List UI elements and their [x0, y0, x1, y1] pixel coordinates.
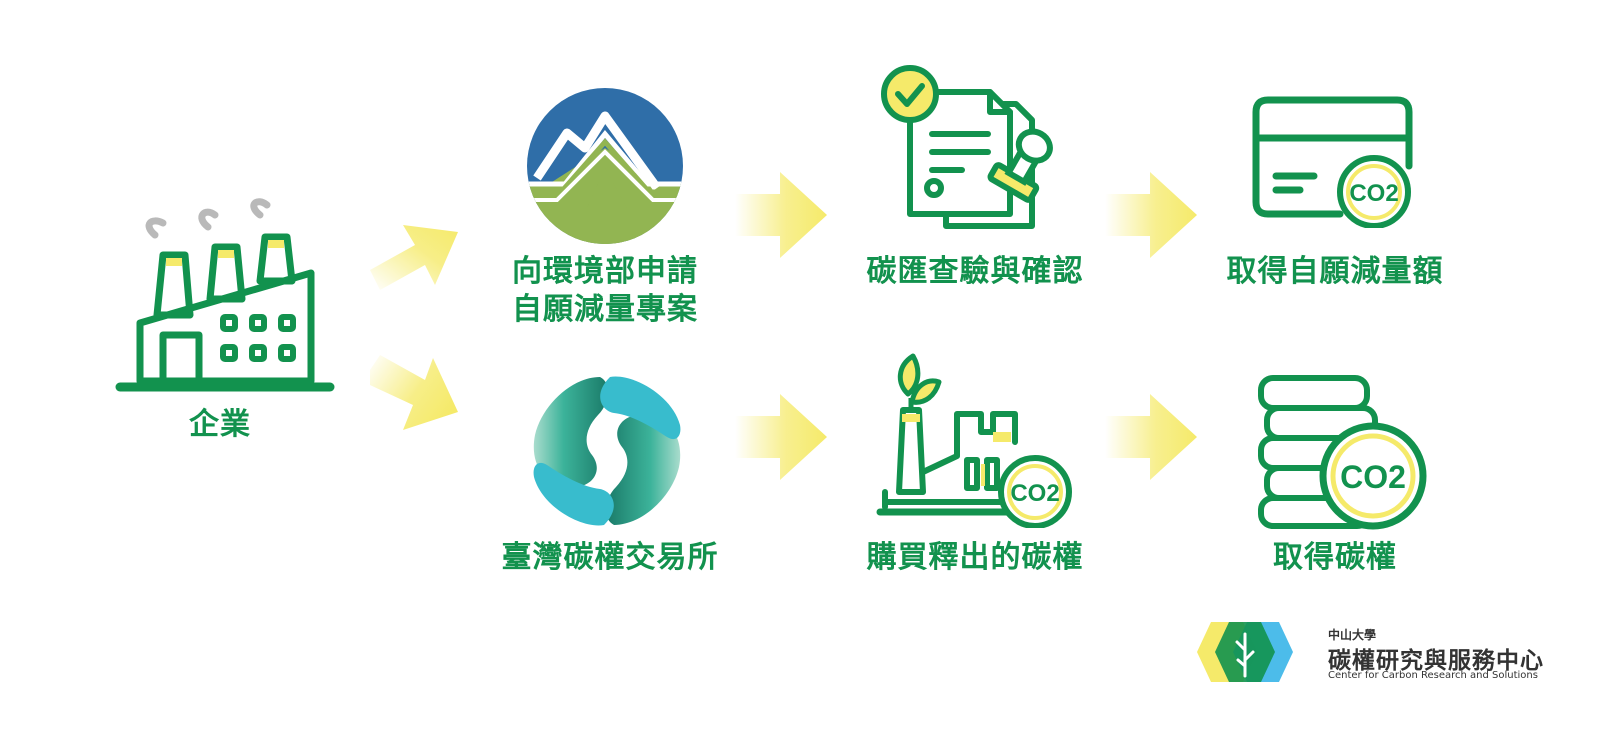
- arrow-verification-to-quota: [1105, 172, 1197, 258]
- green-factory-co2-icon: CO2: [876, 353, 1072, 528]
- carbon-exchange-logo: [533, 376, 681, 526]
- center-logo-hexagons: [1197, 622, 1293, 682]
- factory-icon: [115, 198, 335, 392]
- label-buy-credits: 購買釋出的碳權: [866, 540, 1084, 575]
- arrow-buy-to-credits: [1105, 394, 1197, 480]
- footer-center-zh: 碳權研究與服務中心: [1328, 648, 1544, 674]
- arrow-enterprise-to-apply: [370, 225, 458, 290]
- label-apply-line-1: 向環境部申請: [512, 254, 698, 289]
- label-exchange: 臺灣碳權交易所: [501, 540, 719, 575]
- label-enterprise: 企業: [189, 407, 251, 442]
- arrow-apply-to-verification: [735, 172, 827, 258]
- coins-co2-icon: CO2: [1258, 375, 1427, 530]
- label-carbon-credits: 取得碳權: [1273, 540, 1397, 575]
- label-verification: 碳匯查驗與確認: [866, 254, 1084, 289]
- tree-icon: [1235, 632, 1255, 678]
- label-apply-line-2: 自願減量專案: [512, 292, 698, 327]
- card-co2-icon: CO2: [1252, 96, 1413, 228]
- arrow-enterprise-to-exchange: [370, 355, 458, 430]
- co2-text: CO2: [1349, 180, 1398, 207]
- footer-university: 中山大學: [1328, 628, 1377, 642]
- co2-text: CO2: [1010, 480, 1059, 507]
- arrow-exchange-to-buy: [735, 394, 827, 480]
- label-reduction-quota: 取得自願減量額: [1226, 254, 1444, 289]
- co2-text: CO2: [1340, 459, 1406, 495]
- document-stamp-icon: [881, 65, 1053, 229]
- environment-ministry-logo: [527, 88, 683, 244]
- footer-center-en: Center for Carbon Research and Solutions: [1328, 670, 1538, 681]
